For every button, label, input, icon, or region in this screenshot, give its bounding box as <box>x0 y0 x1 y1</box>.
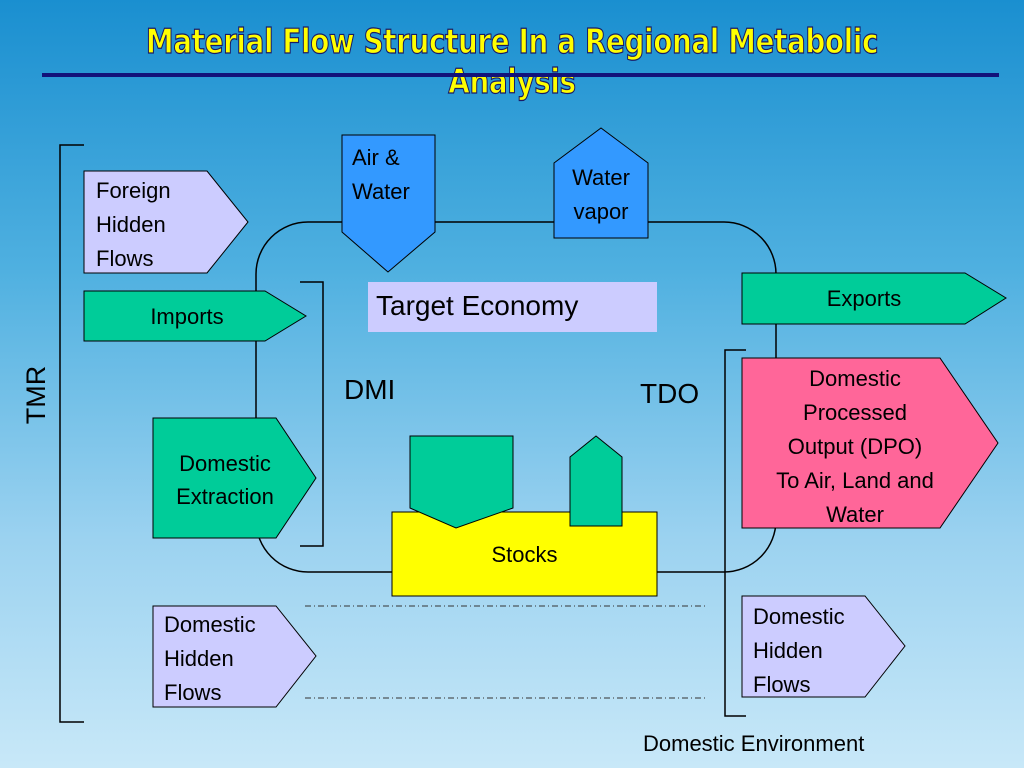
tmr-label: TMR <box>21 365 51 425</box>
air-water-line-1: Air & <box>352 145 400 170</box>
dpo-arrow <box>741 357 999 529</box>
imports-arrow <box>83 290 307 342</box>
domestic-extraction-arrow <box>152 417 317 539</box>
foreign-hidden-flows-arrow <box>83 170 249 274</box>
slide-title: Material Flow Structure In a Regional Me… <box>145 21 879 102</box>
dpo-line-3: Output (DPO) <box>787 434 923 459</box>
dpo-line-5: Water <box>826 502 884 527</box>
dmi-bracket <box>300 281 324 547</box>
stocks-label: Stocks <box>491 542 558 567</box>
target-economy-label: Target Economy <box>376 290 579 321</box>
tdo-bracket <box>724 349 746 717</box>
dpo-line-2: Processed <box>803 400 907 425</box>
air-water-text: Air & Water <box>352 141 410 209</box>
domestic-hidden-flows-left-line-3: Flows <box>164 680 222 705</box>
foreign-hidden-flows-line-3: Flows <box>96 246 154 271</box>
tdo-label: TDO <box>640 378 700 409</box>
domestic-hidden-flows-left-arrow <box>152 605 317 708</box>
domestic-extraction-line-2: Extraction <box>176 484 274 509</box>
domestic-hidden-flows-right-line-3: Flows <box>753 672 811 697</box>
domestic-hidden-flows-left-line-1: Domestic <box>164 612 256 637</box>
water-vapor-text: Water vapor <box>554 161 648 229</box>
domestic-hidden-flows-right-arrow <box>741 595 906 698</box>
exports-label: Exports <box>826 286 902 311</box>
dmi-label: DMI <box>344 374 396 405</box>
domestic-hidden-flows-right-line-2: Hidden <box>753 638 823 663</box>
water-vapor-arrow <box>553 127 649 239</box>
air-water-arrow <box>341 134 436 273</box>
water-vapor-line-1: Water <box>572 165 630 190</box>
foreign-hidden-flows-text: Foreign Hidden Flows <box>96 174 171 276</box>
domestic-hidden-flows-left-text: Domestic Hidden Flows <box>164 608 256 710</box>
target-economy-box <box>368 282 657 332</box>
exports-arrow <box>741 272 1007 325</box>
domestic-extraction-line-1: Domestic <box>179 451 271 476</box>
foreign-hidden-flows-line-1: Foreign <box>96 178 171 203</box>
domestic-hidden-flows-right-line-1: Domestic <box>753 604 845 629</box>
stock-outflow-shape <box>569 435 623 527</box>
stock-inflow-shape <box>409 435 514 529</box>
title-underline <box>42 73 999 77</box>
air-water-line-2: Water <box>352 179 410 204</box>
foreign-hidden-flows-line-2: Hidden <box>96 212 166 237</box>
dpo-line-1: Domestic <box>809 366 901 391</box>
domestic-extraction-text: Domestic Extraction <box>155 447 295 513</box>
imports-label: Imports <box>150 304 224 329</box>
domestic-environment-label: Domestic Environment <box>643 731 865 756</box>
water-vapor-line-2: vapor <box>573 199 629 224</box>
dpo-line-4: To Air, Land and <box>776 468 934 493</box>
domestic-hidden-flows-left-line-2: Hidden <box>164 646 234 671</box>
domestic-hidden-flows-right-text: Domestic Hidden Flows <box>753 600 845 702</box>
tmr-bracket <box>59 144 84 723</box>
dpo-text: Domestic Processed Output (DPO) To Air, … <box>742 362 968 532</box>
